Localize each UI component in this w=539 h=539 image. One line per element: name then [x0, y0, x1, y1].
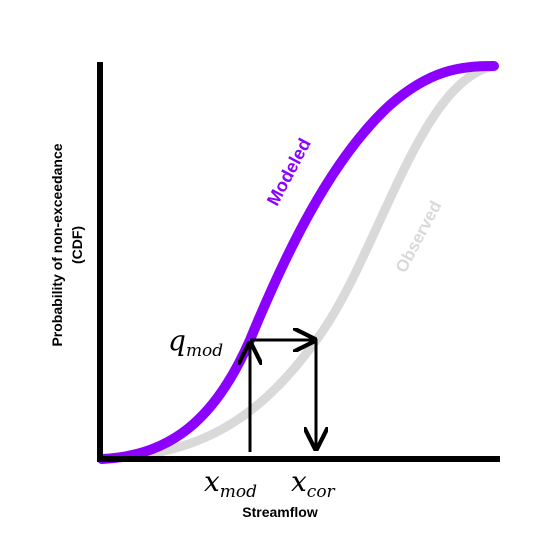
- observed-cdf-curve: [97, 61, 499, 464]
- x-mod-label: xmod: [204, 465, 257, 502]
- q-mod-label: qmod: [168, 324, 223, 361]
- y-axis-title-line1: Probability of non-exceedance: [49, 143, 65, 346]
- x-axis-title: Streamflow: [242, 504, 318, 520]
- observed-label: Observed: [392, 198, 446, 276]
- y-axis-title-line2: (CDF): [69, 226, 85, 264]
- modeled-label: Modeled: [263, 135, 315, 209]
- x-cor-label: xcor: [291, 465, 336, 502]
- modeled-cdf-curve: [97, 61, 499, 464]
